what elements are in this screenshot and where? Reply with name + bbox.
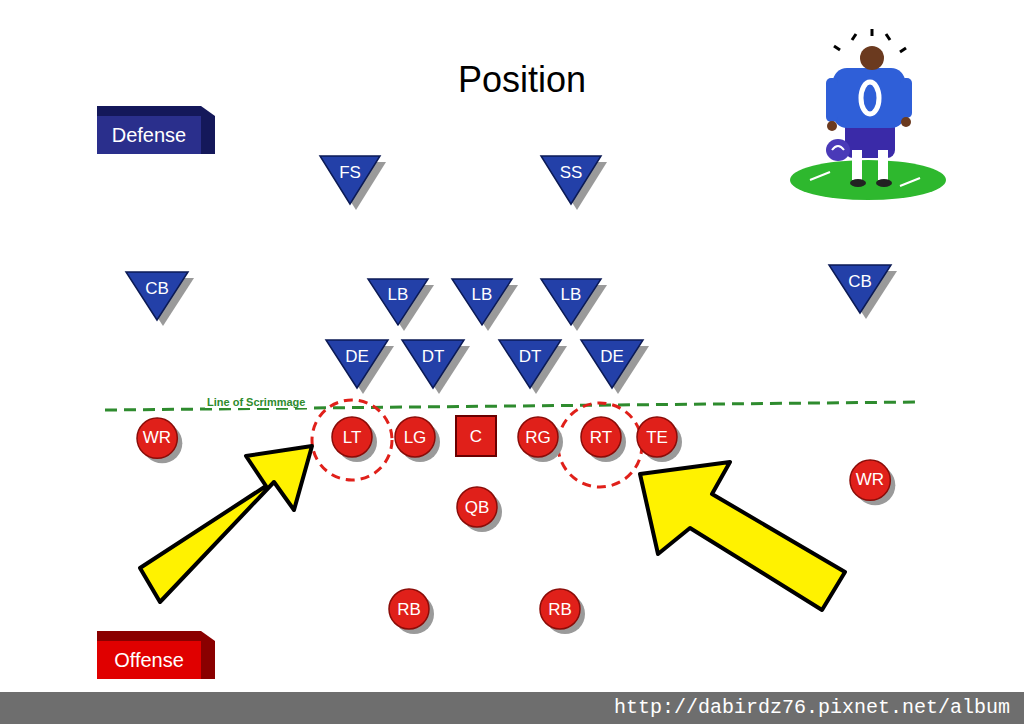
defense-marker: DT <box>499 340 561 388</box>
offense-marker: RB <box>540 589 580 629</box>
pointer-arrow <box>640 462 845 610</box>
position-label: LB <box>472 286 493 303</box>
team-label: Offense <box>114 650 184 670</box>
position-label: DT <box>519 348 542 365</box>
position-label: WR <box>856 471 884 488</box>
position-label: LB <box>561 286 582 303</box>
position-label: DE <box>345 348 369 365</box>
team-badge: Offense <box>97 631 215 679</box>
position-label: DE <box>600 348 624 365</box>
position-label: TE <box>646 429 668 446</box>
position-label: RB <box>548 601 572 618</box>
page-title: Position <box>458 59 586 101</box>
defense-marker: DE <box>581 340 643 388</box>
position-label: CB <box>145 280 169 297</box>
team-label: Defense <box>112 125 187 145</box>
offense-marker: WR <box>137 418 177 458</box>
pointer-arrow <box>140 446 312 602</box>
highlight-ring <box>558 403 642 487</box>
source-url: http://dabirdz76.pixnet.net/album <box>612 696 1012 719</box>
team-badge: Defense <box>97 106 215 154</box>
defense-marker: LB <box>452 279 512 325</box>
line-label: Line of Scrimmage <box>205 396 307 408</box>
position-label: C <box>470 428 482 445</box>
position-label: RT <box>590 429 612 446</box>
position-label: CB <box>848 273 872 290</box>
footer-bar <box>0 692 1024 724</box>
offense-marker: RG <box>518 417 558 457</box>
offense-marker: C <box>456 416 496 456</box>
offense-marker: WR <box>850 460 890 500</box>
defense-marker: LB <box>541 279 601 325</box>
defense-marker: DE <box>326 340 388 388</box>
defense-marker: DT <box>402 340 464 388</box>
player-figure <box>790 29 946 200</box>
offense-marker: LG <box>395 417 435 457</box>
position-label: SS <box>560 164 583 181</box>
position-label: LG <box>404 429 427 446</box>
defense-marker: CB <box>126 272 188 320</box>
position-label: LB <box>388 286 409 303</box>
offense-marker: QB <box>457 487 497 527</box>
offense-marker: TE <box>637 417 677 457</box>
offense-marker: LT <box>332 417 372 457</box>
defense-marker: SS <box>541 156 601 204</box>
defense-marker: FS <box>320 156 380 204</box>
position-label: WR <box>143 429 171 446</box>
defense-marker: LB <box>368 279 428 325</box>
highlight-ring <box>312 400 392 480</box>
position-label: FS <box>339 164 361 181</box>
position-label: DT <box>422 348 445 365</box>
position-label: LT <box>343 429 362 446</box>
position-label: QB <box>465 499 490 516</box>
position-label: RG <box>525 429 551 446</box>
position-label: RB <box>397 601 421 618</box>
offense-marker: RB <box>389 589 429 629</box>
offense-marker: RT <box>581 417 621 457</box>
defense-marker: CB <box>829 265 891 313</box>
